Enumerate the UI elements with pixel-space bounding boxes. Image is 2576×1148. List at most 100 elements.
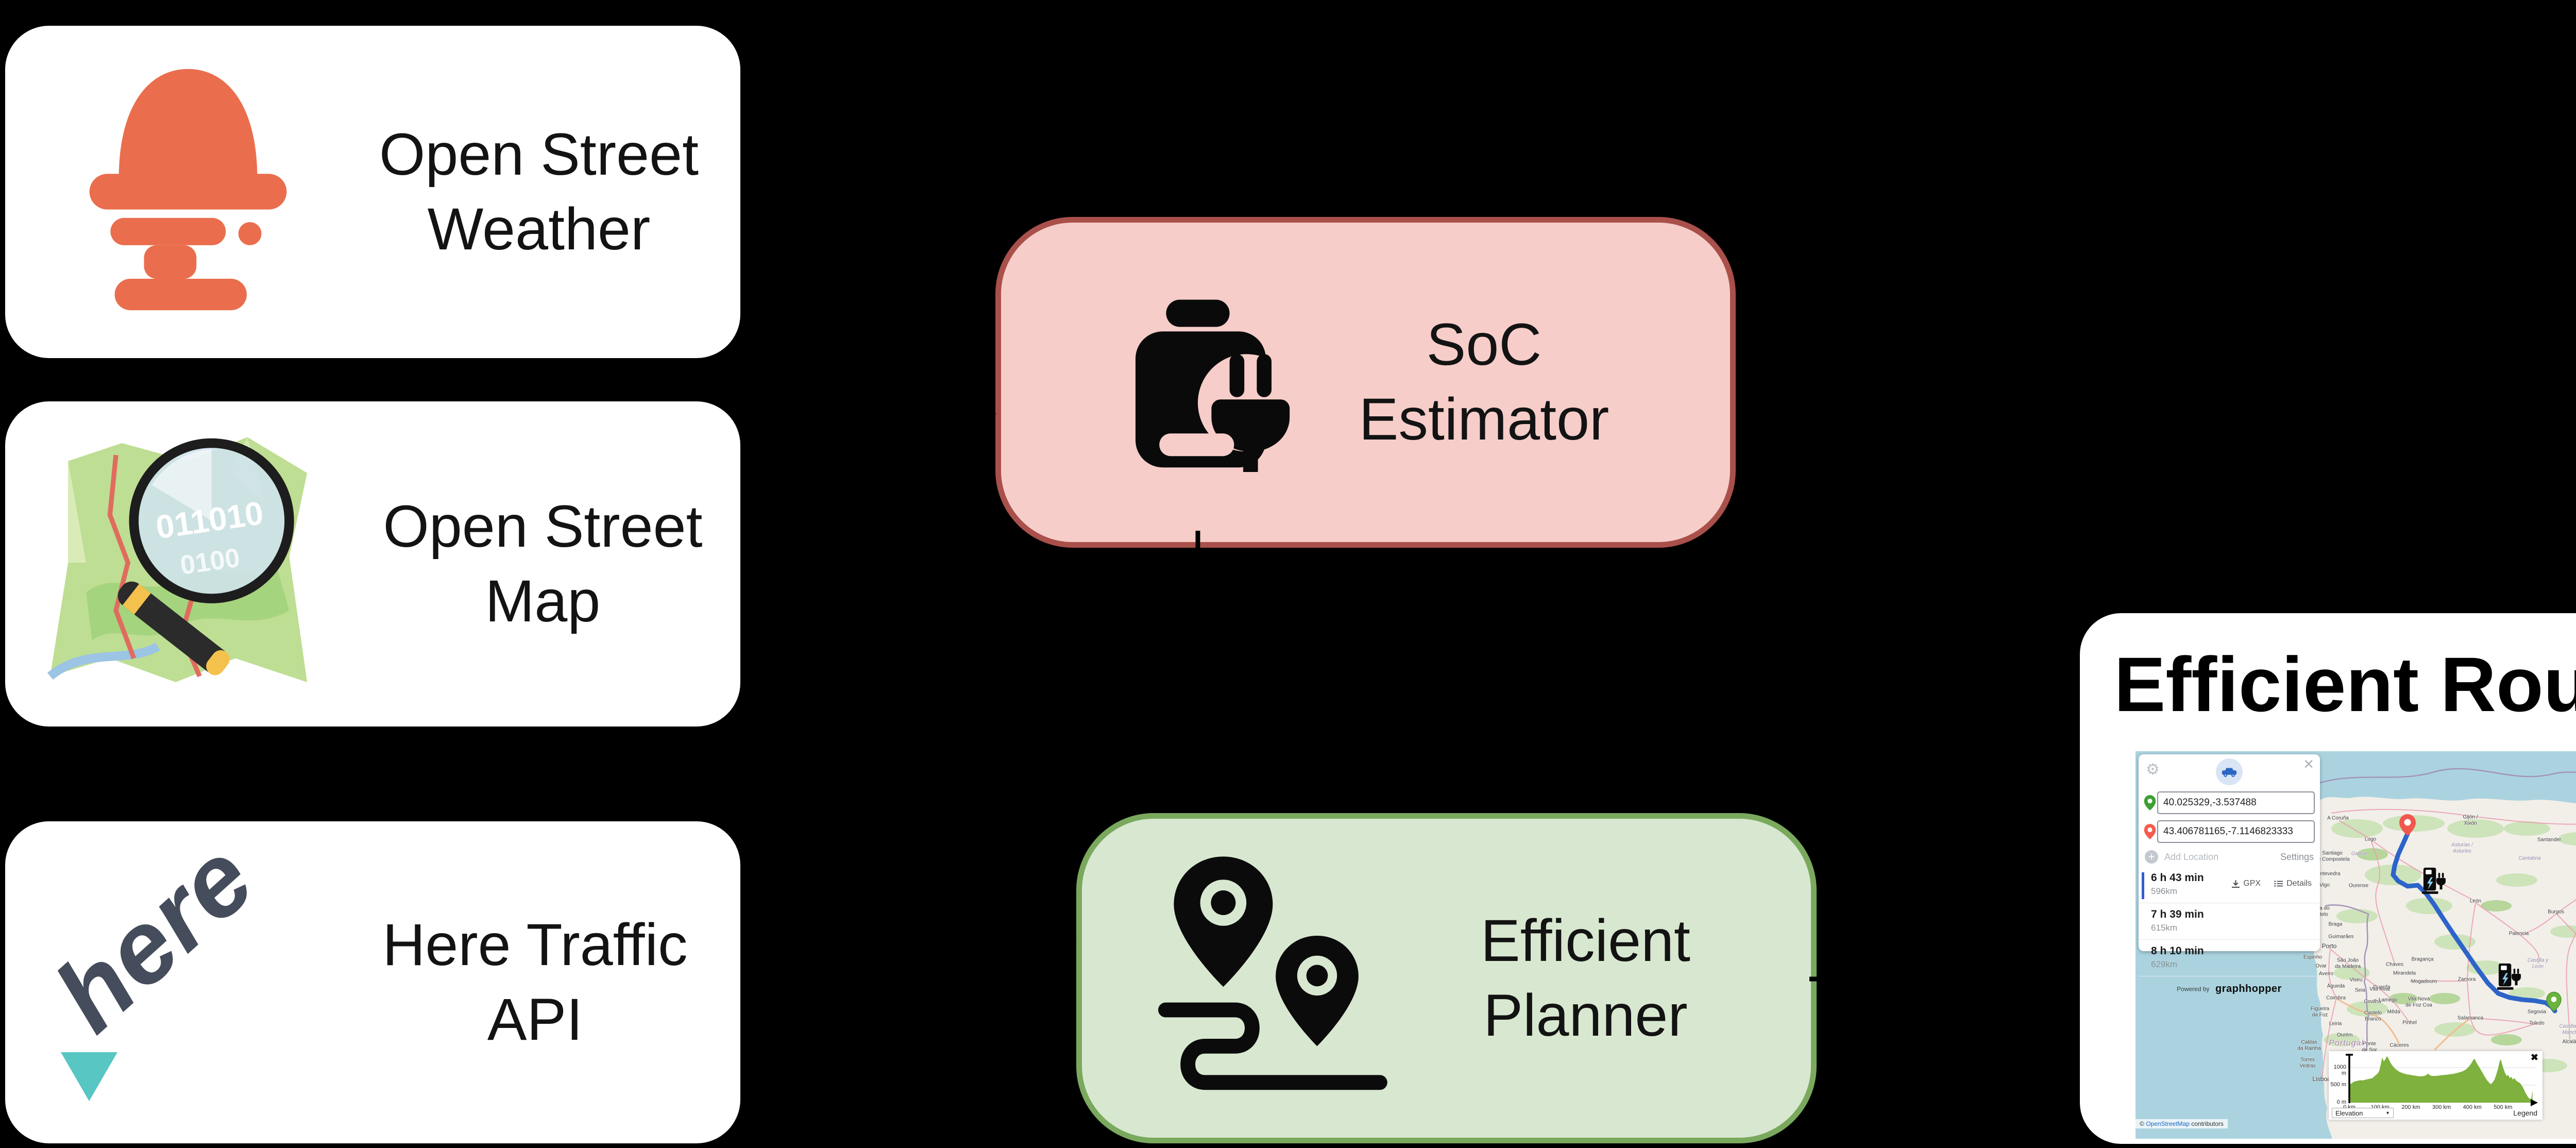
here-logo-text: here [33, 819, 276, 1053]
map-label: Galicia [2351, 851, 2367, 857]
map-label: Braga [2328, 921, 2343, 927]
elevation-x-tick: 500 km [2494, 1104, 2513, 1110]
map-label: Santiago de Compostela [2315, 850, 2350, 863]
node-label: Efficient Planner [1417, 904, 1754, 1053]
close-panel-icon[interactable]: × [2303, 754, 2314, 774]
elevation-dropdown-value: Elevation [2335, 1109, 2363, 1117]
map-label: Zamora [2458, 976, 2476, 983]
node-label: Open Street Map [355, 489, 730, 639]
gear-icon[interactable]: ⚙ [2146, 761, 2160, 778]
destination-coordinates-input[interactable] [2157, 820, 2315, 843]
details-button[interactable]: Details [2274, 879, 2312, 888]
map-label: Toledo [2529, 1020, 2545, 1026]
add-location-plus-icon[interactable]: + [2145, 850, 2158, 864]
map-label: Burgos [2548, 909, 2564, 915]
map-label: Torres Vedras [2299, 1057, 2316, 1069]
elevation-x-tick: 300 km [2432, 1104, 2451, 1110]
map-label: Vila Nova de Foz Coa [2405, 996, 2432, 1008]
map-label: Santander [2537, 837, 2562, 843]
map-label: Cantabria [2518, 855, 2541, 862]
close-elevation-icon[interactable]: ✖ [2530, 1052, 2538, 1062]
powered-by-label: Powered by [2177, 985, 2210, 993]
map-attribution: © OpenStreetMap contributors [2136, 1119, 2228, 1128]
elevation-area-series [2349, 1056, 2533, 1103]
node-label-line1: Efficient [1481, 907, 1690, 974]
map-label: Lamego [2378, 997, 2398, 1003]
openstreetmap-logo-icon: 011010 0100 [26, 413, 355, 715]
add-location-label[interactable]: Add Location [2164, 852, 2219, 862]
gpx-download-button[interactable]: GPX [2231, 879, 2261, 888]
map-label: León [2469, 898, 2482, 904]
map-label: Pinhel [2402, 1020, 2417, 1026]
graphhopper-brand[interactable]: graphhopper [2215, 983, 2282, 994]
map-label: Espinho [2303, 954, 2323, 960]
start-coordinates-input[interactable] [2157, 791, 2315, 814]
start-input-pin-icon [2144, 795, 2156, 811]
openstreetmap-link[interactable]: OpenStreetMap [2146, 1120, 2190, 1127]
routing-panel: ⚙ × [2139, 754, 2320, 994]
map-label: Viseu [2349, 977, 2363, 983]
divider [2139, 939, 2320, 940]
elevation-x-axis-arrow [2531, 1099, 2538, 1106]
node-label-line2: Estimator [1359, 386, 1609, 452]
map-label: Segovia [2527, 1009, 2547, 1015]
node-open-street-map: 011010 0100 Open Street Map [5, 401, 740, 727]
elevation-x-tick: 400 km [2463, 1104, 2482, 1110]
add-location-row: + Add Location Settings [2139, 849, 2320, 867]
node-label-line1: Here Traffic [382, 911, 688, 978]
map-label: Cáceres [2389, 1042, 2409, 1049]
map-label: Figueira da Foz [2310, 1006, 2330, 1018]
map-label: Leiria [2329, 1021, 2342, 1027]
route-distance: 596km [2151, 886, 2178, 896]
map-label: Lugo [2364, 836, 2377, 842]
map-label: Bragança [2411, 956, 2434, 963]
node-label: SoC Estimator [1300, 308, 1668, 457]
map-label: Coimbra [2326, 995, 2346, 1001]
route-pins-icon [1139, 853, 1417, 1103]
node-label: Here Traffic API [345, 908, 725, 1057]
route-distance: 629km [2151, 959, 2178, 969]
map-label: Ourém [2336, 1032, 2353, 1038]
map-label: Castilla y León [2527, 957, 2549, 970]
map-label: Portugal [2329, 1038, 2364, 1048]
node-label-line2: Planner [1483, 982, 1688, 1049]
node-label-line2: API [487, 986, 583, 1053]
node-label-line1: SoC [1426, 312, 1542, 378]
here-logo-icon: here [5, 819, 345, 1137]
node-label: Open Street Weather [348, 117, 730, 267]
charging-station-icon [2497, 963, 2521, 990]
charging-station-icon [2422, 867, 2446, 894]
map-label: Ourense [2348, 883, 2369, 889]
map-label: Caldas da Rainha [2297, 1039, 2321, 1052]
elevation-metric-dropdown[interactable]: Elevation ▼ [2332, 1108, 2394, 1118]
map-label: A Coruña [2327, 815, 2349, 821]
roads-secondary [2336, 998, 2471, 1051]
settings-link[interactable]: Settings [2280, 852, 2314, 862]
map-label: Salamanca [2457, 1015, 2484, 1021]
arrow-here-to-planner [743, 938, 1077, 984]
map-label: Castelo Branco [2364, 1010, 2382, 1022]
map-label: Lisboa [2312, 1075, 2331, 1083]
map-label: Guarda [2373, 984, 2391, 990]
map-label: Mogadouro [2411, 978, 2437, 985]
elevation-y-tick: 0 m [2336, 1099, 2346, 1105]
map-label: Castilla-La Mancha [2559, 1023, 2576, 1036]
map-label: Pontevedra [2314, 871, 2341, 877]
elevation-chart [2346, 1054, 2538, 1106]
map-label: Asturias / Asturies [2451, 842, 2473, 854]
attribution-copyright: © [2140, 1120, 2144, 1127]
elevation-x-tick: 200 km [2401, 1104, 2420, 1110]
legend-link[interactable]: Legend [2513, 1109, 2537, 1117]
map-label: Águeda [2327, 983, 2345, 989]
map-label: Vila Real [2369, 986, 2390, 992]
vehicle-car-button[interactable] [2216, 758, 2243, 785]
vegetation-dark [2357, 848, 2522, 1045]
elevation-y-tick: 500 m [2330, 1082, 2346, 1088]
